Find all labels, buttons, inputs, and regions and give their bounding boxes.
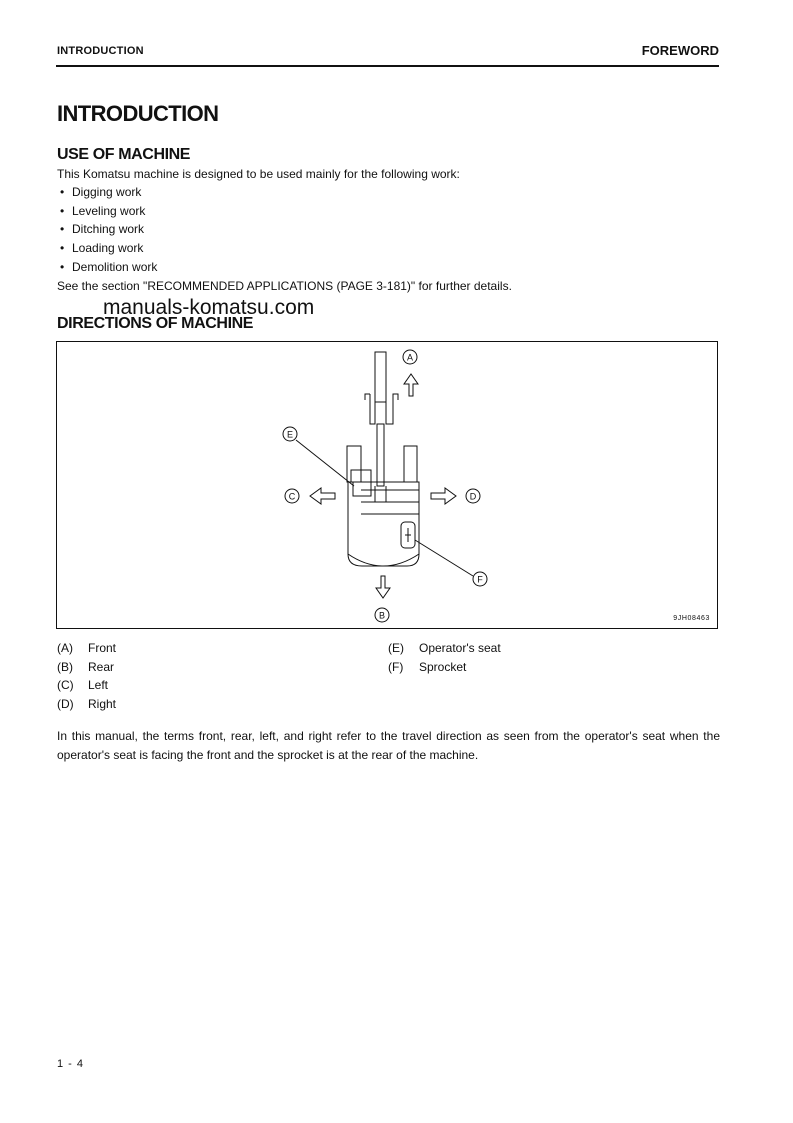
watermark: manuals-komatsu.com [103, 296, 315, 319]
list-item: •Ditching work [60, 222, 145, 237]
callout-e-circle [282, 426, 298, 442]
see-also-text: See the section "RECOMMENDED APPLICATION… [57, 279, 512, 293]
figure-code: 9JH08463 [673, 615, 710, 622]
legend-item: (C)Left [57, 678, 109, 692]
callout-e-label: E [287, 430, 293, 440]
list-item: •Digging work [60, 185, 142, 199]
callout-a-circle [402, 349, 418, 365]
arm-shape [374, 351, 387, 403]
arrow-rear-icon [375, 575, 391, 599]
leader-line-sprocket [414, 539, 474, 577]
sprocket-shape [400, 521, 416, 549]
running-header-section: INTRODUCTION [57, 45, 144, 57]
running-header-chapter: FOREWORD [641, 43, 719, 58]
boom-shape [376, 423, 385, 487]
callout-a-label: A [407, 353, 413, 363]
callout-c-circle [284, 488, 300, 504]
callout-b-label: B [379, 611, 385, 621]
legend-item: (F)Sprocket [388, 660, 467, 674]
bullet-icon: • [60, 259, 65, 274]
callout-f-label: F [477, 575, 483, 585]
callout-f-circle [472, 571, 488, 587]
left-track-shape [346, 445, 362, 483]
bullet-icon: • [60, 203, 65, 218]
right-track-shape [403, 445, 418, 483]
directions-heading: DIRECTIONS OF MACHINE [57, 315, 254, 332]
directions-paragraph: In this manual, the terms front, rear, l… [57, 729, 720, 762]
legend-item: (B)Rear [57, 660, 115, 674]
legend-item: (D)Right [57, 697, 117, 711]
bullet-icon: • [60, 185, 65, 199]
bullet-icon: • [60, 241, 65, 256]
directions-figure: A B C D E F 9JH08463 [56, 341, 718, 629]
bucket-shape [364, 393, 399, 425]
callout-d-label: D [470, 492, 477, 502]
page-number: 1 - 4 [57, 1058, 85, 1070]
bullet-icon: • [60, 222, 65, 237]
list-item: •Loading work [60, 241, 144, 256]
counterweight-shape [347, 553, 420, 567]
list-item: •Demolition work [60, 259, 158, 274]
arrow-front-icon [403, 373, 419, 397]
list-item: •Leveling work [60, 203, 146, 218]
callout-c-label: C [289, 492, 296, 502]
page-title: INTRODUCTION [57, 101, 219, 126]
upper-structure-shape [347, 481, 420, 567]
boom-foot-shape [374, 486, 387, 503]
work-list: •Digging work •Leveling work •Ditching w… [60, 185, 157, 278]
arrow-right-icon [430, 487, 457, 505]
seat-cushion-shape [352, 481, 372, 497]
legend-item: (A)Front [57, 641, 117, 655]
machine-top-view-diagram: A B C D E F [282, 349, 488, 623]
arrow-left-icon [309, 487, 336, 505]
leader-line-seat [295, 439, 355, 487]
deck-lines [361, 489, 419, 515]
use-intro-text: This Komatsu machine is designed to be u… [57, 167, 460, 181]
header-rule [56, 65, 719, 67]
use-of-machine-heading: USE OF MACHINE [57, 146, 191, 163]
callout-b-circle [374, 607, 390, 623]
callout-d-circle [465, 488, 481, 504]
legend-item: (E)Operator's seat [388, 641, 501, 655]
